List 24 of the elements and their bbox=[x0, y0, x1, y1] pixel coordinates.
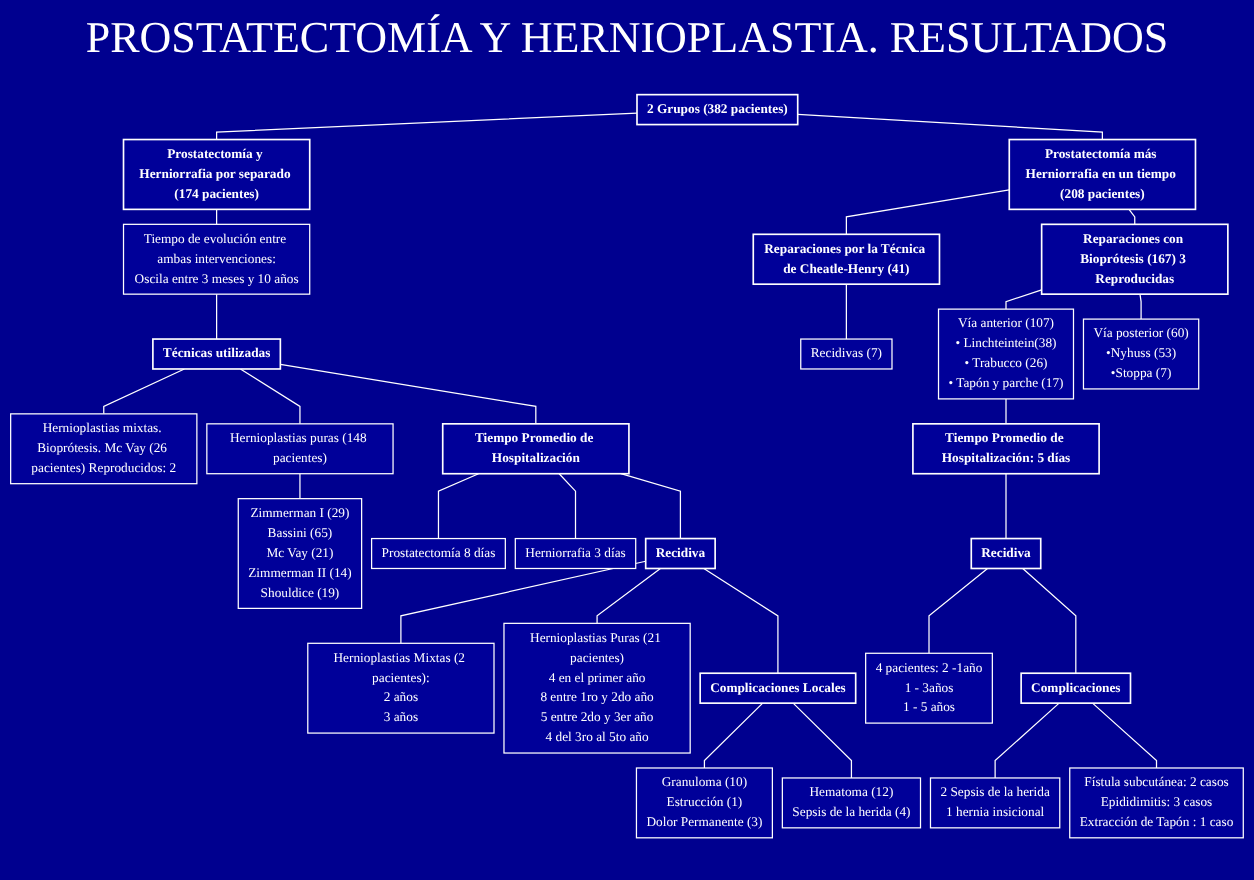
connector bbox=[703, 702, 764, 769]
connector bbox=[279, 363, 537, 425]
connector bbox=[216, 112, 638, 140]
connector bbox=[994, 702, 1060, 779]
connector bbox=[239, 368, 301, 425]
connector bbox=[216, 293, 218, 340]
connector bbox=[1005, 289, 1043, 310]
connector bbox=[1005, 472, 1007, 539]
title: PROSTATECTOMÍA Y HERNIOPLASTIA. RESULTADOS bbox=[83, 12, 1171, 64]
connector bbox=[596, 567, 662, 624]
connector bbox=[1139, 293, 1142, 320]
connector bbox=[1091, 702, 1158, 769]
connector bbox=[792, 702, 853, 779]
connector bbox=[558, 472, 577, 539]
connector bbox=[400, 560, 647, 644]
connector bbox=[103, 368, 186, 415]
connector bbox=[797, 113, 1104, 140]
connector bbox=[299, 472, 301, 500]
connector bbox=[703, 567, 779, 674]
connector bbox=[928, 567, 989, 654]
connector bbox=[845, 283, 848, 340]
connector bbox=[1005, 398, 1007, 425]
connector bbox=[845, 189, 1010, 235]
connector bbox=[1022, 567, 1077, 674]
